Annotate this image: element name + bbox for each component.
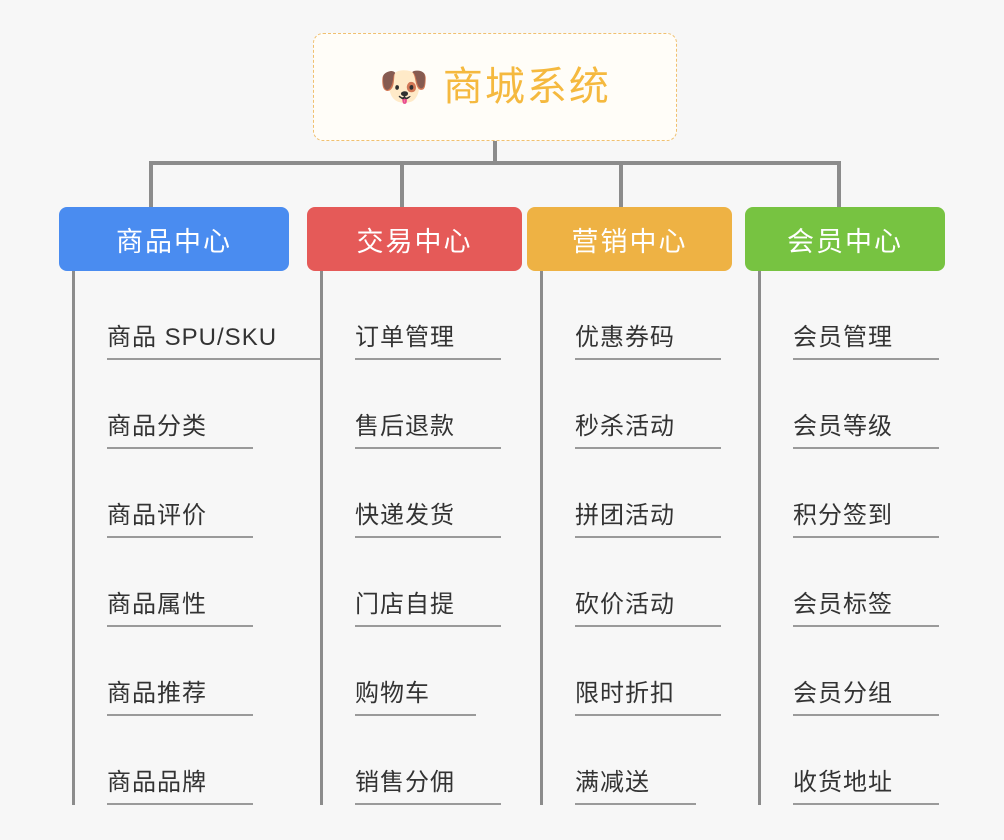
list-item[interactable]: 秒杀活动 — [543, 360, 732, 449]
category-column-trade-center: 交易中心 订单管理 售后退款 快递发货 门店自提 购物车 销售分佣 — [307, 207, 522, 805]
leaf-list-product-center: 商品 SPU/SKU 商品分类 商品评价 商品属性 商品推荐 商品品牌 — [72, 271, 324, 805]
leaf-label: 门店自提 — [355, 591, 501, 627]
list-item[interactable]: 商品推荐 — [75, 627, 289, 716]
list-item[interactable]: 商品属性 — [75, 538, 289, 627]
list-item[interactable]: 会员等级 — [761, 360, 945, 449]
leaf-list-trade-center: 订单管理 售后退款 快递发货 门店自提 购物车 销售分佣 — [320, 271, 522, 805]
leaf-label: 快递发货 — [355, 502, 501, 538]
leaf-label: 购物车 — [355, 680, 476, 716]
category-column-product-center: 商品中心 商品 SPU/SKU 商品分类 商品评价 商品属性 商品推荐 商品品牌 — [59, 207, 324, 805]
leaf-label: 商品 SPU/SKU — [107, 324, 324, 360]
leaf-label: 满减送 — [575, 769, 696, 805]
list-item[interactable]: 商品 SPU/SKU — [75, 271, 324, 360]
list-item[interactable]: 砍价活动 — [543, 538, 732, 627]
leaf-label: 优惠券码 — [575, 324, 721, 360]
leaf-label: 订单管理 — [355, 324, 501, 360]
list-item[interactable]: 门店自提 — [323, 538, 522, 627]
leaf-label: 销售分佣 — [355, 769, 501, 805]
connector-trunk-vertical — [493, 141, 497, 165]
leaf-label: 商品推荐 — [107, 680, 253, 716]
leaf-label: 积分签到 — [793, 502, 939, 538]
leaf-label: 会员等级 — [793, 413, 939, 449]
list-item[interactable]: 会员标签 — [761, 538, 945, 627]
connector-drop-marketing-center — [619, 161, 623, 207]
category-column-member-center: 会员中心 会员管理 会员等级 积分签到 会员标签 会员分组 收货地址 — [745, 207, 945, 805]
leaf-label: 商品分类 — [107, 413, 253, 449]
leaf-label: 拼团活动 — [575, 502, 721, 538]
list-item[interactable]: 积分签到 — [761, 449, 945, 538]
leaf-label: 商品属性 — [107, 591, 253, 627]
list-item[interactable]: 会员分组 — [761, 627, 945, 716]
leaf-list-member-center: 会员管理 会员等级 积分签到 会员标签 会员分组 收货地址 — [758, 271, 945, 805]
leaf-list-marketing-center: 优惠券码 秒杀活动 拼团活动 砍价活动 限时折扣 满减送 — [540, 271, 732, 805]
leaf-label: 商品品牌 — [107, 769, 253, 805]
connector-trunk-horizontal — [149, 161, 841, 165]
list-item[interactable]: 优惠券码 — [543, 271, 732, 360]
leaf-label: 砍价活动 — [575, 591, 721, 627]
leaf-label: 收货地址 — [793, 769, 939, 805]
category-header-member-center[interactable]: 会员中心 — [745, 207, 945, 271]
leaf-label: 会员标签 — [793, 591, 939, 627]
connector-drop-trade-center — [400, 161, 404, 207]
list-item[interactable]: 限时折扣 — [543, 627, 732, 716]
list-item[interactable]: 订单管理 — [323, 271, 522, 360]
list-item[interactable]: 拼团活动 — [543, 449, 732, 538]
connector-drop-member-center — [837, 161, 841, 207]
leaf-label: 限时折扣 — [575, 680, 721, 716]
leaf-label: 售后退款 — [355, 413, 501, 449]
list-item[interactable]: 商品品牌 — [75, 716, 289, 805]
leaf-label: 会员分组 — [793, 680, 939, 716]
list-item[interactable]: 会员管理 — [761, 271, 945, 360]
list-item[interactable]: 商品分类 — [75, 360, 289, 449]
category-header-product-center[interactable]: 商品中心 — [59, 207, 289, 271]
root-title: 商城系统 — [442, 65, 611, 109]
list-item[interactable]: 购物车 — [323, 627, 522, 716]
leaf-label: 商品评价 — [107, 502, 253, 538]
dog-face-icon: 🐶 — [379, 65, 429, 109]
list-item[interactable]: 销售分佣 — [323, 716, 522, 805]
list-item[interactable]: 收货地址 — [761, 716, 945, 805]
list-item[interactable]: 售后退款 — [323, 360, 522, 449]
category-header-trade-center[interactable]: 交易中心 — [307, 207, 522, 271]
leaf-label: 秒杀活动 — [575, 413, 721, 449]
list-item[interactable]: 快递发货 — [323, 449, 522, 538]
list-item[interactable]: 商品评价 — [75, 449, 289, 538]
leaf-label: 会员管理 — [793, 324, 939, 360]
category-header-marketing-center[interactable]: 营销中心 — [527, 207, 732, 271]
connector-drop-product-center — [149, 161, 153, 207]
list-item[interactable]: 满减送 — [543, 716, 732, 805]
category-column-marketing-center: 营销中心 优惠券码 秒杀活动 拼团活动 砍价活动 限时折扣 满减送 — [527, 207, 732, 805]
root-node[interactable]: 🐶 商城系统 — [313, 33, 677, 141]
